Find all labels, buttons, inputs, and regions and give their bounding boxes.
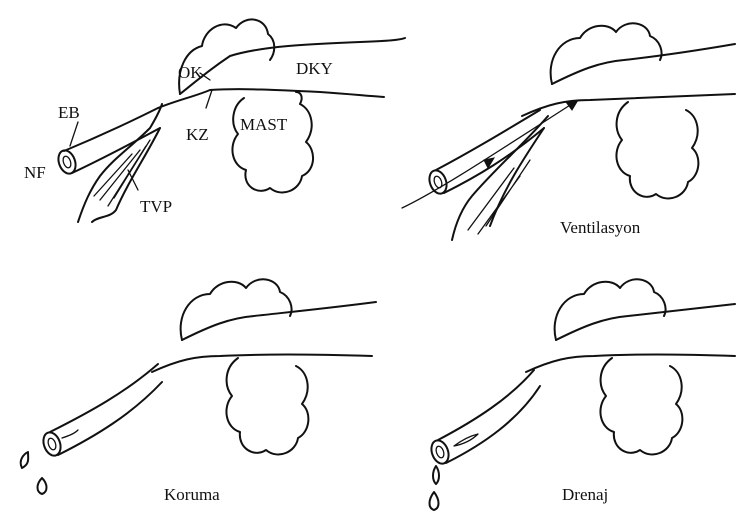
drain-drop-1: [433, 466, 439, 484]
label-tvp: TVP: [140, 197, 172, 216]
panel-ventilation: Ventilasyon: [402, 23, 735, 240]
caption-drainage: Drenaj: [562, 485, 608, 504]
label-eb: EB: [58, 103, 80, 122]
tube-upper-wall: [180, 38, 405, 94]
droplet-bottom: [38, 478, 47, 494]
label-nf: NF: [24, 163, 46, 182]
leader-eb: [70, 122, 78, 146]
airflow-arrow: [402, 100, 578, 208]
label-kz: KZ: [186, 125, 209, 144]
panel-drainage: Drenaj: [428, 279, 735, 510]
panel-anatomy: NF EB OK KZ DKY MAST TVP: [24, 19, 405, 222]
label-dky: DKY: [296, 59, 333, 78]
caption-ventilation: Ventilasyon: [560, 218, 641, 237]
label-ok: OK: [178, 63, 203, 82]
tube-lower-wall: [158, 89, 384, 108]
panel-protection: Koruma: [21, 279, 376, 504]
caption-protection: Koruma: [164, 485, 220, 504]
leader-kz: [206, 90, 212, 108]
leader-tvp: [128, 170, 138, 190]
drain-drop-2: [430, 492, 439, 510]
mastoid-cloud: [232, 92, 313, 192]
label-mast: MAST: [240, 115, 288, 134]
droplet-left: [21, 452, 29, 468]
